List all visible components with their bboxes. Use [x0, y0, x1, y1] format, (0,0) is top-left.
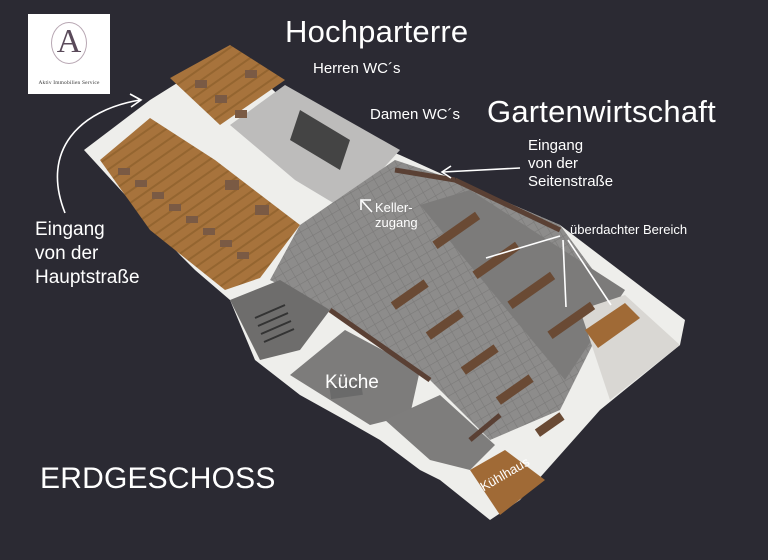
- label-erdgeschoss: ERDGESCHOSS: [40, 462, 276, 495]
- kitchen-counter: [329, 380, 363, 400]
- kitchen-floor: [290, 330, 420, 425]
- kuehlhaus-floor: [470, 450, 545, 515]
- stairs: [254, 304, 295, 343]
- restaurant-tables: [118, 70, 269, 259]
- annotation-arrows: [56, 93, 612, 308]
- arrow-kellerzugang: [361, 200, 373, 213]
- stair-area: [230, 280, 330, 360]
- company-logo: A Aktiv Immobilien Service: [28, 14, 110, 94]
- walls: [328, 167, 562, 442]
- label-damen-wc: Damen WC´s: [370, 106, 461, 123]
- label-ueberdachter-bereich: überdachter Bereich: [570, 222, 688, 237]
- label-hochparterre: Hochparterre: [285, 14, 469, 49]
- label-eingang-seitenstrasse: Eingang von der Seitenstraße: [528, 137, 614, 190]
- label-kellerzugang: Keller- zugang: [375, 200, 418, 230]
- covered-area: [420, 190, 625, 380]
- arrow-covered-1: [485, 235, 561, 259]
- label-kueche: Küche: [325, 372, 379, 393]
- label-herren-wc: Herren WC´s: [313, 60, 401, 77]
- arrow-eingang-hauptstrasse: [56, 99, 141, 214]
- hochparterre-floor: [170, 45, 285, 125]
- right-strip-wood: [585, 303, 640, 348]
- arrow-covered-3: [567, 239, 612, 306]
- wc-rooms: [290, 110, 350, 170]
- label-gartenwirtschaft: Gartenwirtschaft: [487, 94, 716, 129]
- logo-ring: [51, 22, 87, 64]
- side-rooms: [385, 395, 495, 470]
- arrow-covered-2: [562, 239, 567, 308]
- arrow-eingang-seitenstrasse: [442, 167, 521, 173]
- label-eingang-hauptstrasse: Eingang von der Hauptstraße: [35, 219, 140, 288]
- restaurant-floor: [100, 118, 300, 290]
- logo-company-name: Aktiv Immobilien Service: [38, 80, 100, 86]
